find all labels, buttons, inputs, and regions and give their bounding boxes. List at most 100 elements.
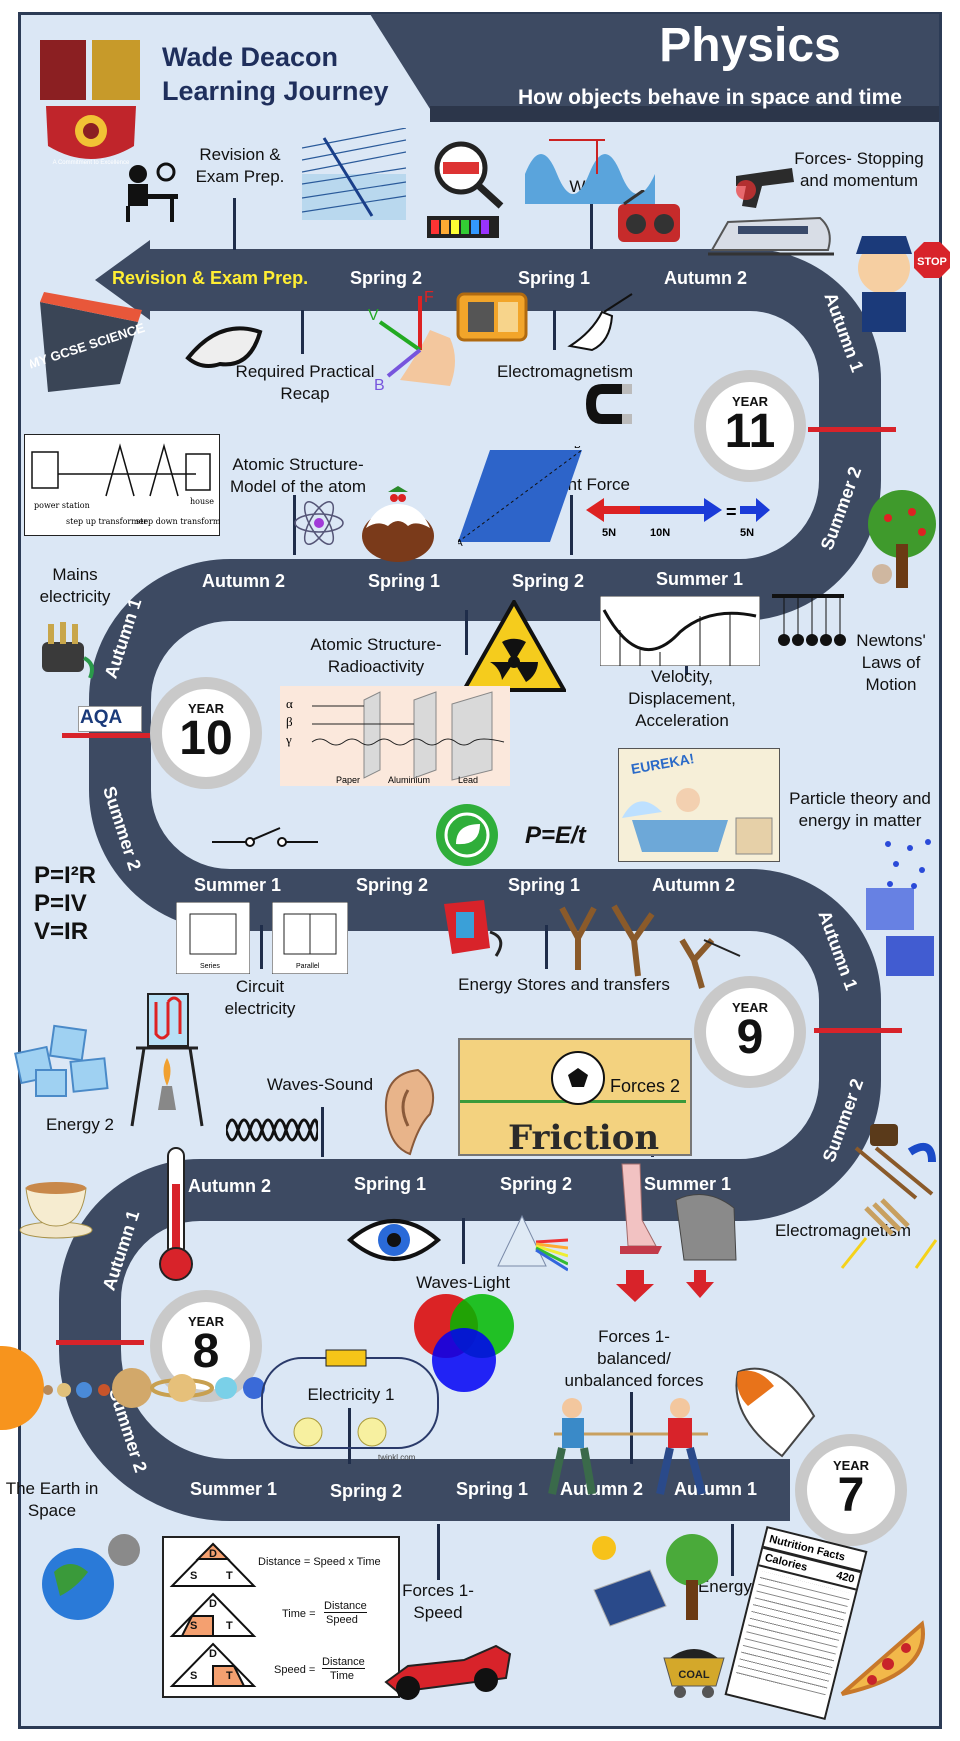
- point-b-label: B: [574, 446, 581, 451]
- refraction-diagram-icon: [302, 128, 406, 220]
- connector: [553, 310, 556, 350]
- eco-leaf-icon: [436, 804, 498, 866]
- term-y7-autumn1: Autumn 1: [674, 1479, 757, 1499]
- tug-of-war-icon: [548, 1398, 708, 1496]
- teacup-icon: [19, 1182, 93, 1239]
- dst-eq2-den: Speed: [326, 1614, 358, 1626]
- liquid-particles-icon: [866, 888, 914, 930]
- dst-s-2: S: [190, 1620, 198, 1632]
- mains-house-label: house: [190, 497, 214, 506]
- dst-eq2-left: Time =: [282, 1608, 316, 1620]
- race-car-icon: [384, 1644, 512, 1700]
- dst-s-1: S: [190, 1570, 198, 1582]
- radio-icon: [618, 190, 680, 242]
- topic-circuit: Circuit electricity: [224, 977, 296, 1018]
- plum-pudding-icon: [362, 486, 434, 562]
- dst-t-1: T: [226, 1570, 233, 1582]
- dst-d-3: D: [209, 1648, 217, 1660]
- force-5n-result-label: 5N: [740, 527, 754, 538]
- parallel-circuit-diagram: Parallel: [272, 902, 348, 974]
- gamma-label: γ: [285, 732, 292, 747]
- connector: [293, 495, 296, 555]
- student-desk-icon: [126, 162, 178, 222]
- parallel-label: Parallel: [296, 963, 320, 970]
- term-revision: Revision & Exam Prep.: [112, 268, 309, 288]
- year-number: 11: [724, 405, 776, 458]
- ice-cubes-icon: [14, 1024, 109, 1097]
- radiation-hazard-icon: [462, 600, 566, 692]
- year-word: YEAR: [187, 701, 225, 716]
- nutrition-value: 420: [834, 1569, 856, 1586]
- generator-icon: [456, 292, 528, 342]
- friction-label: Friction: [508, 1118, 660, 1158]
- term-y10-spring1: Spring 1: [368, 571, 441, 591]
- resultant-parallelogram: A B: [458, 446, 583, 546]
- formula-power-energy: P=E/t: [525, 822, 586, 849]
- spectroscope-icon: [427, 141, 504, 238]
- mains-stepup-label: step up transformer: [66, 517, 148, 526]
- road-y10: [89, 430, 881, 760]
- connector: [462, 1218, 465, 1264]
- topic-electromagnetism-y11: Electromagnetism: [496, 362, 634, 381]
- topic-radioactivity: Atomic Structure- Radioactivity: [310, 635, 442, 676]
- train-icon: [708, 216, 834, 256]
- dst-eq1-right: Speed x Time: [313, 1556, 381, 1568]
- connector: [348, 1408, 351, 1464]
- term-y9-summer1: Summer 1: [194, 875, 282, 895]
- year-number: 9: [736, 1011, 764, 1064]
- year-number: 8: [192, 1325, 220, 1378]
- connector: [437, 1524, 440, 1580]
- year-word: YEAR: [731, 1000, 769, 1015]
- term-y9-spring1: Spring 1: [508, 875, 581, 895]
- term-y8-autumn2: Autumn 2: [188, 1176, 271, 1196]
- topic-electromagnetism-y8: Electromagnetism: [774, 1221, 912, 1240]
- year-word: YEAR: [187, 1314, 225, 1329]
- connector: [233, 198, 236, 250]
- aqa-logo-text: AQA: [80, 707, 123, 728]
- term-y8-spring1: Spring 1: [354, 1174, 427, 1194]
- year-word: YEAR: [731, 394, 769, 409]
- bunsen-heating-apparatus: [130, 993, 204, 1127]
- plug-icon: [42, 622, 94, 679]
- solid-particles-icon: [886, 936, 934, 976]
- mains-power-label: power station: [34, 501, 90, 510]
- thermometer-icon: [159, 1147, 193, 1281]
- header-stripe: [430, 106, 939, 122]
- series-circuit-diagram: Series: [176, 902, 250, 974]
- coal-label: COAL: [678, 1669, 709, 1681]
- newtons-cradle-icon: [772, 594, 846, 646]
- colour-mixing-icon: [414, 1294, 514, 1392]
- road-y8: [59, 1040, 881, 1331]
- lead-label: Lead: [458, 775, 478, 785]
- forces2-label: Forces 2: [610, 1076, 681, 1096]
- series-label: Series: [200, 963, 220, 970]
- connector: [731, 1524, 734, 1576]
- sound-wave-icon: [226, 1118, 318, 1142]
- connector: [630, 1392, 633, 1464]
- beta-label: β: [286, 714, 293, 729]
- year-number: 7: [837, 1469, 865, 1522]
- magnet-icon: [586, 384, 632, 424]
- topic-revision: Revision & Exam Prep.: [195, 145, 285, 186]
- dst-eq3-left: Speed =: [274, 1664, 316, 1676]
- term-y7-spring2: Spring 2: [330, 1481, 403, 1501]
- topic-forces-stopping: Forces- Stopping and momentum: [794, 149, 924, 190]
- bulb-circuit-diagram: twinkl.com: [261, 1349, 439, 1462]
- formula-v-ir: V=IR: [34, 918, 89, 945]
- radiation-penetration-diagram: α β γ Paper Aluminium Lead: [280, 686, 510, 786]
- force-10n-label: 10N: [650, 527, 670, 538]
- gcse-badge-icon: MY GCSE SCIENCE: [30, 292, 147, 392]
- dst-s-3: S: [190, 1670, 198, 1682]
- connector: [321, 1107, 324, 1157]
- topic-energy2: Energy 2: [45, 1115, 115, 1134]
- gas-particles-icon: [885, 839, 931, 889]
- road-y11: [150, 249, 881, 430]
- pressure-arrows: [616, 1270, 714, 1302]
- year-number: 10: [179, 712, 233, 765]
- twinkl-logo-text: twinkl.com: [378, 1453, 416, 1462]
- heel-and-foot-icon: [620, 1163, 737, 1261]
- dst-eq1: Distance = Speed x Time: [258, 1556, 381, 1568]
